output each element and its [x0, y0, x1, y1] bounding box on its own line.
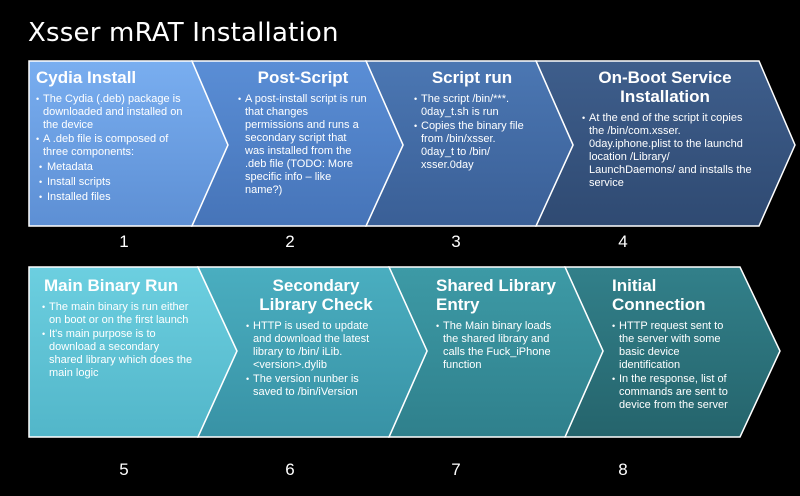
bullet: At the end of the script it copies the /… [582, 112, 754, 190]
step-title: Secondary Library Check [259, 276, 373, 314]
bullet: A .deb file is composed of three compone… [36, 133, 194, 159]
bullet: HTTP request sent to the server with som… [612, 320, 732, 372]
step-8: Initial Connection HTTP request sent to … [612, 276, 732, 412]
step-number: 6 [285, 460, 295, 479]
sub-bullet: Install scripts [36, 176, 194, 189]
bullet: The Cydia (.deb) package is downloaded a… [36, 93, 194, 132]
bullet: The script /bin/***. 0day_t.sh is run [414, 93, 530, 119]
step-number: 1 [119, 232, 129, 251]
bullet: The Main binary loads the shared library… [436, 320, 562, 372]
bullet: A post-install script is run that change… [238, 93, 368, 197]
step-bullets: The main binary is run either on boot or… [36, 301, 194, 380]
bullet: Copies the binary file from /bin/xsser. … [414, 120, 530, 172]
step-title: Shared Library Entry [436, 276, 556, 314]
bullet: The main binary is run either on boot or… [42, 301, 194, 327]
step-7: Shared Library Entry The Main binary loa… [436, 276, 562, 372]
step-5: Main Binary Run The main binary is run e… [36, 276, 194, 380]
step-6: Secondary Library Check HTTP is used to … [246, 276, 386, 399]
step-bullets: HTTP request sent to the server with som… [612, 320, 732, 412]
step-1: Cydia Install The Cydia (.deb) package i… [36, 68, 194, 204]
step-title: On-Boot Service Installation [598, 68, 732, 106]
step-bullets: The Main binary loads the shared library… [436, 320, 562, 372]
step-bullets: At the end of the script it copies the /… [576, 112, 754, 190]
step-4: On-Boot Service Installation At the end … [576, 68, 754, 190]
step-title: Post-Script [257, 68, 349, 87]
bullet: In the response, list of commands are se… [612, 373, 732, 412]
step-number: 3 [451, 232, 461, 251]
step-number: 5 [119, 460, 129, 479]
step-number: 8 [618, 460, 628, 479]
step-number: 2 [285, 232, 295, 251]
bullet: The version nunber is saved to /bin/iVer… [246, 373, 386, 399]
step-title: Cydia Install [36, 68, 137, 87]
sub-bullet: Installed files [36, 191, 194, 204]
bullet: HTTP is used to update and download the … [246, 320, 386, 372]
step-number: 7 [451, 460, 461, 479]
step-bullets: HTTP is used to update and download the … [246, 320, 386, 399]
step-number: 4 [618, 232, 628, 251]
page-title: Xsser mRAT Installation [28, 18, 339, 48]
step-3: Script run The script /bin/***. 0day_t.s… [414, 68, 530, 172]
step-title: Initial Connection [612, 276, 706, 314]
step-bullets: The Cydia (.deb) package is downloaded a… [36, 93, 194, 204]
step-2: Post-Script A post-install script is run… [238, 68, 368, 197]
step-bullets: A post-install script is run that change… [238, 93, 368, 197]
bullet: It's main purpose is to download a secon… [42, 328, 194, 380]
step-bullets: The script /bin/***. 0day_t.sh is run Co… [414, 93, 530, 172]
step-title: Script run [431, 68, 513, 87]
sub-bullet: Metadata [36, 161, 194, 174]
step-title: Main Binary Run [44, 276, 179, 295]
